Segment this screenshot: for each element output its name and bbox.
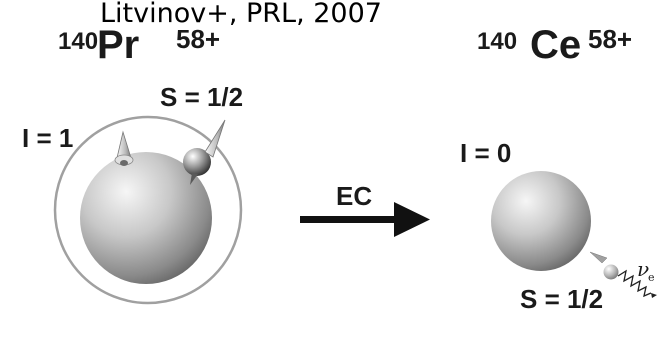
neutrino-subscript: e (648, 271, 655, 284)
bound-electron-icon (183, 119, 226, 185)
daughter-mass-number: 140 (477, 28, 517, 55)
daughter-charge: 58+ (588, 24, 632, 54)
parent-nucleus-sphere (80, 152, 212, 284)
citation-text: Litvinov+, PRL, 2007 (100, 0, 382, 29)
parent-nuclear-spin-label: I = 1 (22, 123, 73, 153)
neutrino-symbol: ν (637, 257, 649, 281)
daughter-symbol: Ce (530, 23, 581, 67)
parent-charge: 58+ (176, 24, 220, 54)
daughter-nuclear-spin-label: I = 0 (460, 138, 511, 168)
neutrino-icon (589, 251, 619, 280)
decay-arrow-icon (300, 202, 430, 237)
parent-mass-number: 140 (58, 28, 98, 55)
nuclear-spin-cone-icon (114, 130, 134, 166)
neutrino-spin-label: S = 1/2 (520, 284, 603, 314)
electron-orbit (53, 115, 243, 305)
process-label: EC (336, 181, 372, 211)
parent-symbol: Pr (97, 23, 139, 67)
parent-nucleus-label: 140 Pr 58+ (58, 23, 220, 67)
neutrino-wave-icon (617, 269, 657, 298)
daughter-nucleus-label: 140 Ce 58+ (477, 23, 632, 67)
parent-electron-spin-label: S = 1/2 (160, 82, 243, 112)
daughter-nucleus-sphere (491, 171, 591, 271)
